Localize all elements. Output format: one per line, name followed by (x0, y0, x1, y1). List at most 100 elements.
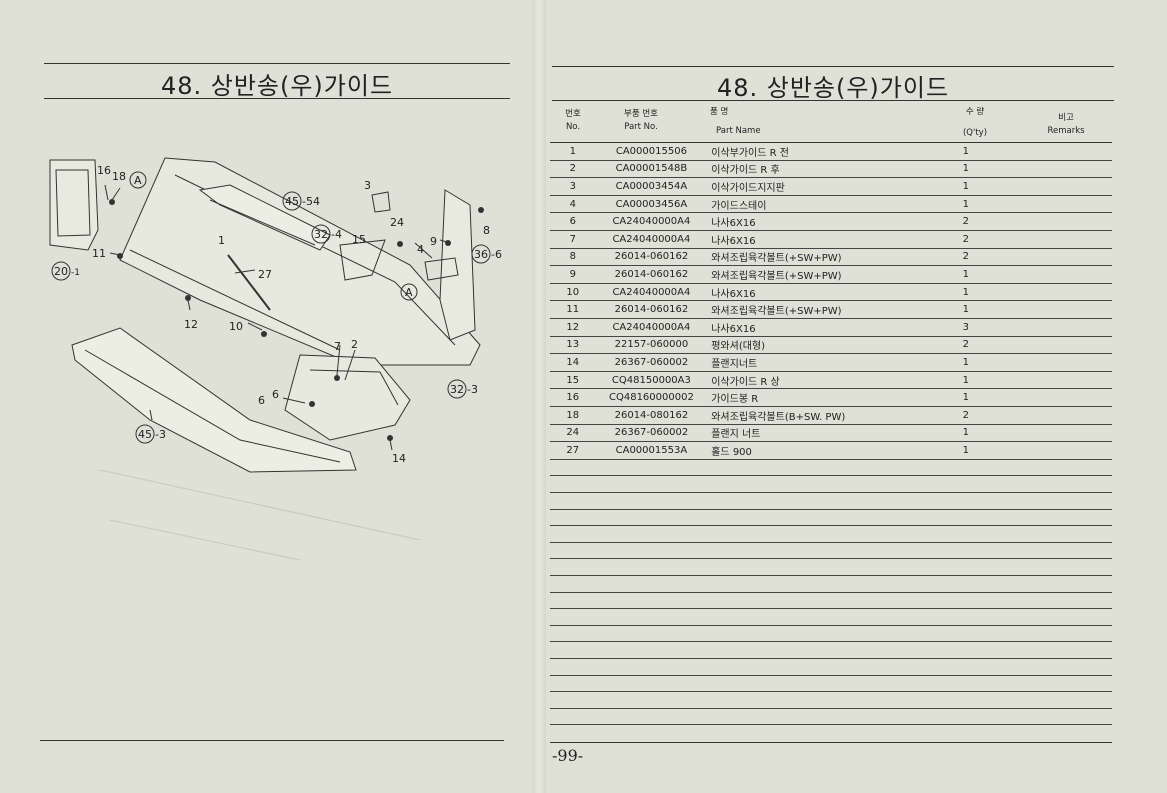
empty-row-line (550, 724, 1112, 726)
part-remarks (1009, 143, 1112, 160)
part-no: 4 (569, 198, 576, 210)
header-bottom-rule (550, 142, 1112, 143)
ref-32-upper-suffix: -4 (331, 228, 342, 241)
header-no: 번호 No. (550, 108, 596, 134)
parts-row: 18 26014-080162 와셔조립육각볼트(B+SW. PW) 2 (550, 406, 1112, 424)
part-name: 평와셔(대형) (711, 341, 766, 353)
empty-row-line (550, 475, 1112, 477)
part-no: 12 (566, 321, 580, 333)
diagram-label-1: 1 (218, 234, 225, 247)
part-no: 7 (569, 233, 576, 245)
ref-A-lower: A (405, 286, 413, 299)
part-remarks (1009, 389, 1112, 407)
part-no: 11 (566, 304, 580, 316)
header-remarks-ko: 비고 (1058, 113, 1074, 123)
page-gutter (532, 0, 546, 793)
header-part-ko: 부품 번호 (624, 109, 658, 119)
part-qty: 2 (962, 409, 969, 421)
part-number: CA00001548B (615, 163, 688, 175)
diagram-label-4: 4 (417, 243, 424, 256)
part-no: 6 (569, 216, 576, 228)
part-number: 26014-080162 (614, 409, 689, 421)
empty-row-line (550, 492, 1112, 493)
diagram-label-9: 9 (430, 235, 437, 248)
part-name: 와셔조립육각볼트(+SW+PW) (711, 306, 842, 318)
part-no: 24 (566, 427, 580, 439)
diagram-label-24: 24 (390, 216, 404, 229)
part-name: 플랜지 너트 (711, 429, 761, 441)
ref-32-upper-number: 32 (314, 228, 328, 241)
diagram-label-7: 7 (334, 340, 341, 353)
part-name: 이삭가이드 R 후 (711, 165, 780, 177)
part-qty: 1 (962, 145, 969, 157)
left-page-title: 48. 상반송(우)가이드 (160, 72, 394, 100)
part-qty: 1 (962, 180, 969, 192)
part-remarks (1009, 248, 1112, 266)
part-remarks (1009, 283, 1112, 301)
part-number: CA24040000A4 (612, 216, 691, 228)
part-qty: 1 (962, 427, 969, 439)
part-number: 26014-060162 (614, 268, 689, 280)
diagram-label-15: 15 (352, 233, 366, 246)
empty-row-line (550, 525, 1112, 527)
part-qty: 2 (962, 233, 969, 245)
part-name: 나사6X16 (711, 218, 756, 230)
right-page-title: 48. 상반송(우)가이드 (716, 74, 950, 102)
diagram-label-16: 16 (97, 164, 111, 177)
header-no-ko: 번호 (565, 109, 581, 119)
diagram-label-10: 10 (229, 320, 243, 333)
part-no: 10 (566, 286, 580, 298)
diagram-label-8: 8 (483, 224, 490, 237)
part-qty: 1 (962, 444, 969, 456)
empty-row-line (550, 624, 1112, 626)
part-qty: 1 (962, 392, 969, 404)
header-qty-en: (Q'ty) (962, 128, 988, 138)
part-name: 나사6X16 (711, 235, 756, 247)
part-name: 와셔조립육각볼트(B+SW. PW) (711, 411, 846, 423)
part-number: CA00001553A (615, 444, 688, 456)
header-part: 부품 번호 Part No. (598, 108, 684, 134)
part-no: 13 (566, 339, 580, 351)
part-name: 가이드스테이 (711, 200, 767, 212)
part-no: 15 (566, 374, 580, 386)
part-no: 18 (566, 409, 580, 421)
empty-row-line (550, 641, 1112, 643)
header-remarks-en: Remarks (1047, 126, 1085, 136)
part-number: 26014-060162 (614, 304, 689, 316)
empty-row-line (550, 541, 1112, 543)
diagram-label-12: 12 (184, 318, 198, 331)
part-name: 나사6X16 (711, 323, 756, 335)
part-remarks (1009, 195, 1112, 213)
part-qty: 2 (962, 216, 969, 228)
diagram-label-6a: 6 (272, 388, 279, 401)
part-name: 이삭가이드 R 상 (711, 376, 780, 388)
part-qty: 2 (962, 339, 969, 351)
empty-row-line (550, 608, 1112, 610)
part-remarks (1009, 266, 1112, 284)
header-name-ko: 품 명 (710, 107, 729, 117)
ref-32-lower-number: 32 (450, 383, 464, 396)
exploded-parts-diagram: 16 18 11 1 27 12 10 3 24 15 9 4 8 7 2 6 … (49, 157, 502, 561)
right-bottom-rule (550, 742, 1112, 743)
ref-36-suffix: -6 (491, 248, 502, 261)
part-remarks (1009, 301, 1112, 319)
part-number: CA24040000A4 (612, 321, 691, 333)
diagram-label-3: 3 (364, 179, 371, 192)
parts-row: 4 CA00003456A 가이드스테이 1 (550, 195, 1112, 213)
part-qty: 1 (962, 374, 969, 386)
left-title-bottom-rule (44, 98, 510, 99)
part-qty: 1 (962, 268, 969, 280)
empty-row-line (550, 558, 1112, 560)
part-number: CA00003456A (615, 198, 688, 210)
part-qty: 1 (962, 198, 969, 210)
